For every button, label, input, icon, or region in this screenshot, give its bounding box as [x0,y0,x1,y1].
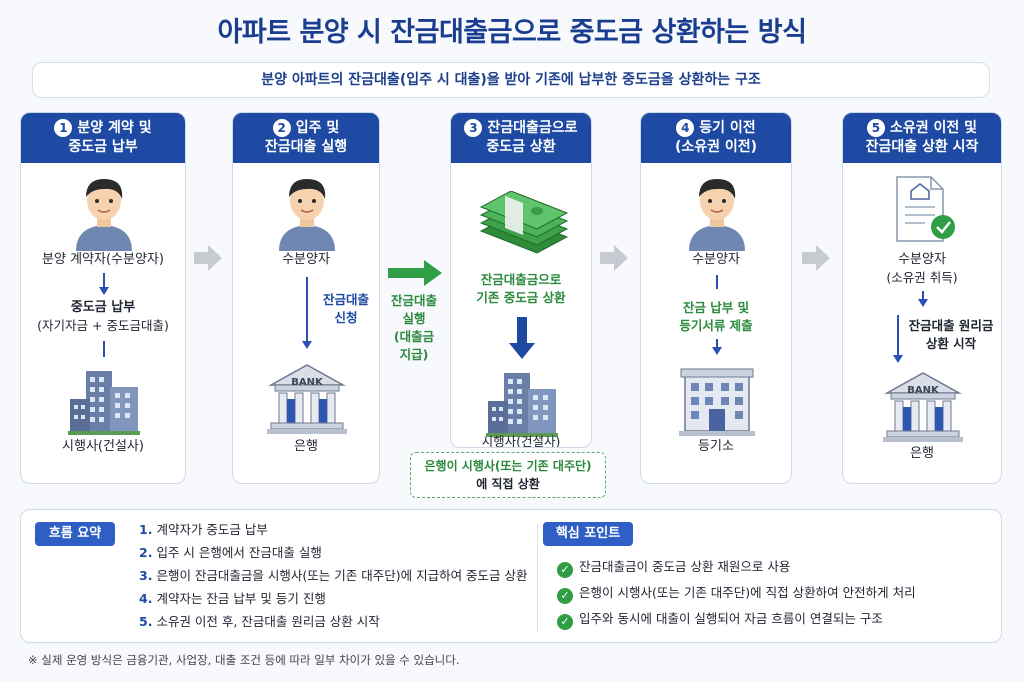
key-point: ✓잔금대출금이 중도금 상환 재원으로 사용 [557,558,790,578]
person-icon [688,178,746,252]
flow-summary-tag: 흐름 요약 [35,522,115,546]
buyer-label: 수분양자 [692,252,740,267]
registry-office-label: 등기소 [698,439,734,454]
step-number: 1 [54,119,73,137]
footnote: ※ 실제 운영 방식은 금융기관, 사업장, 대출 조건 등에 따라 일부 차이… [28,653,460,667]
step-number: 3 [464,119,483,137]
check-icon: ✓ [557,562,573,578]
down-arrow-icon [918,299,928,307]
down-arrow-icon [712,347,722,355]
page-title: 아파트 분양 시 잔금대출금으로 중도금 상환하는 방식 [217,17,807,48]
right-arrow-icon [194,245,222,271]
step-number: 5 [866,119,885,137]
key-point: ✓은행이 시행사(또는 기존 대주단)에 직접 상환하여 안전하게 처리 [557,584,916,604]
right-arrow-icon [802,245,830,271]
step-number: 4 [676,119,695,137]
registration-label-1: 잔금 납부 및 [682,300,750,315]
flow-item: 5.소유권 이전 후, 잔금대출 원리금 상환 시작 [139,614,380,629]
right-arrow-icon [600,245,628,271]
person-icon [75,178,133,252]
flow-item: 4.계약자는 잔금 납부 및 등기 진행 [139,591,326,606]
key-point: ✓입주와 동시에 대출이 실행되어 자금 흐름이 연결되는 구조 [557,610,883,630]
bank-sign: BANK [907,385,939,396]
check-icon: ✓ [557,614,573,630]
down-arrow-icon [509,317,535,359]
summary-panel: 흐름 요약 1.계약자가 중도금 납부 2.입주 시 은행에서 잔금대출 실행 … [20,509,1002,643]
contract-holder-label: 분양 계약자(수분양자) [42,252,164,267]
check-icon: ✓ [557,588,573,604]
ownership-acquired-label: (소유권 취득) [886,270,958,285]
summary-divider [537,524,538,632]
buyer-label: 수분양자 [898,252,946,267]
cash-icon [479,191,569,254]
flow-item: 3.은행이 잔금대출금을 시행사(또는 기존 대주단)에 지급하여 중도금 상환 [139,568,528,583]
down-arrow-icon [893,355,903,363]
down-arrow-icon [99,287,109,295]
building-icon [68,371,140,435]
down-arrow-icon [302,341,312,349]
bank-icon [883,372,963,443]
person-icon [278,178,336,252]
title-deed-icon [896,176,955,242]
bank-sign: BANK [291,377,323,388]
registry-office-icon [679,368,755,436]
developer-label: 시행사(건설사) [481,434,561,448]
flow-item: 1.계약자가 중도금 납부 [139,522,268,537]
repay-label-2: 기존 중도금 상환 [476,290,566,305]
developer-label: 시행사(건설사) [62,439,144,454]
bank-icon [267,364,347,435]
buyer-label: 수분양자 [282,252,330,267]
building-icon [486,373,558,437]
repay-label-1: 잔금대출금으로 [480,272,562,287]
payment-source-label: (자기자금 + 중도금대출) [37,318,169,333]
bank-label: 은행 [294,439,318,454]
payment-label: 중도금 납부 [70,300,136,315]
flow-item: 2.입주 시 은행에서 잔금대출 실행 [139,545,322,560]
step-number: 2 [272,119,291,137]
page-subtitle: 분양 아파트의 잔금대출(입주 시 대출)을 받아 기존에 납부한 중도금을 상… [32,62,990,98]
bank-label: 은행 [910,446,934,461]
key-points-tag: 핵심 포인트 [543,522,633,546]
right-arrow-icon [388,260,442,286]
direct-repayment-note: 은행이 시행사(또는 기존 대주단)에 직접 상환 [410,452,606,498]
registration-label-2: 등기서류 제출 [679,318,753,333]
